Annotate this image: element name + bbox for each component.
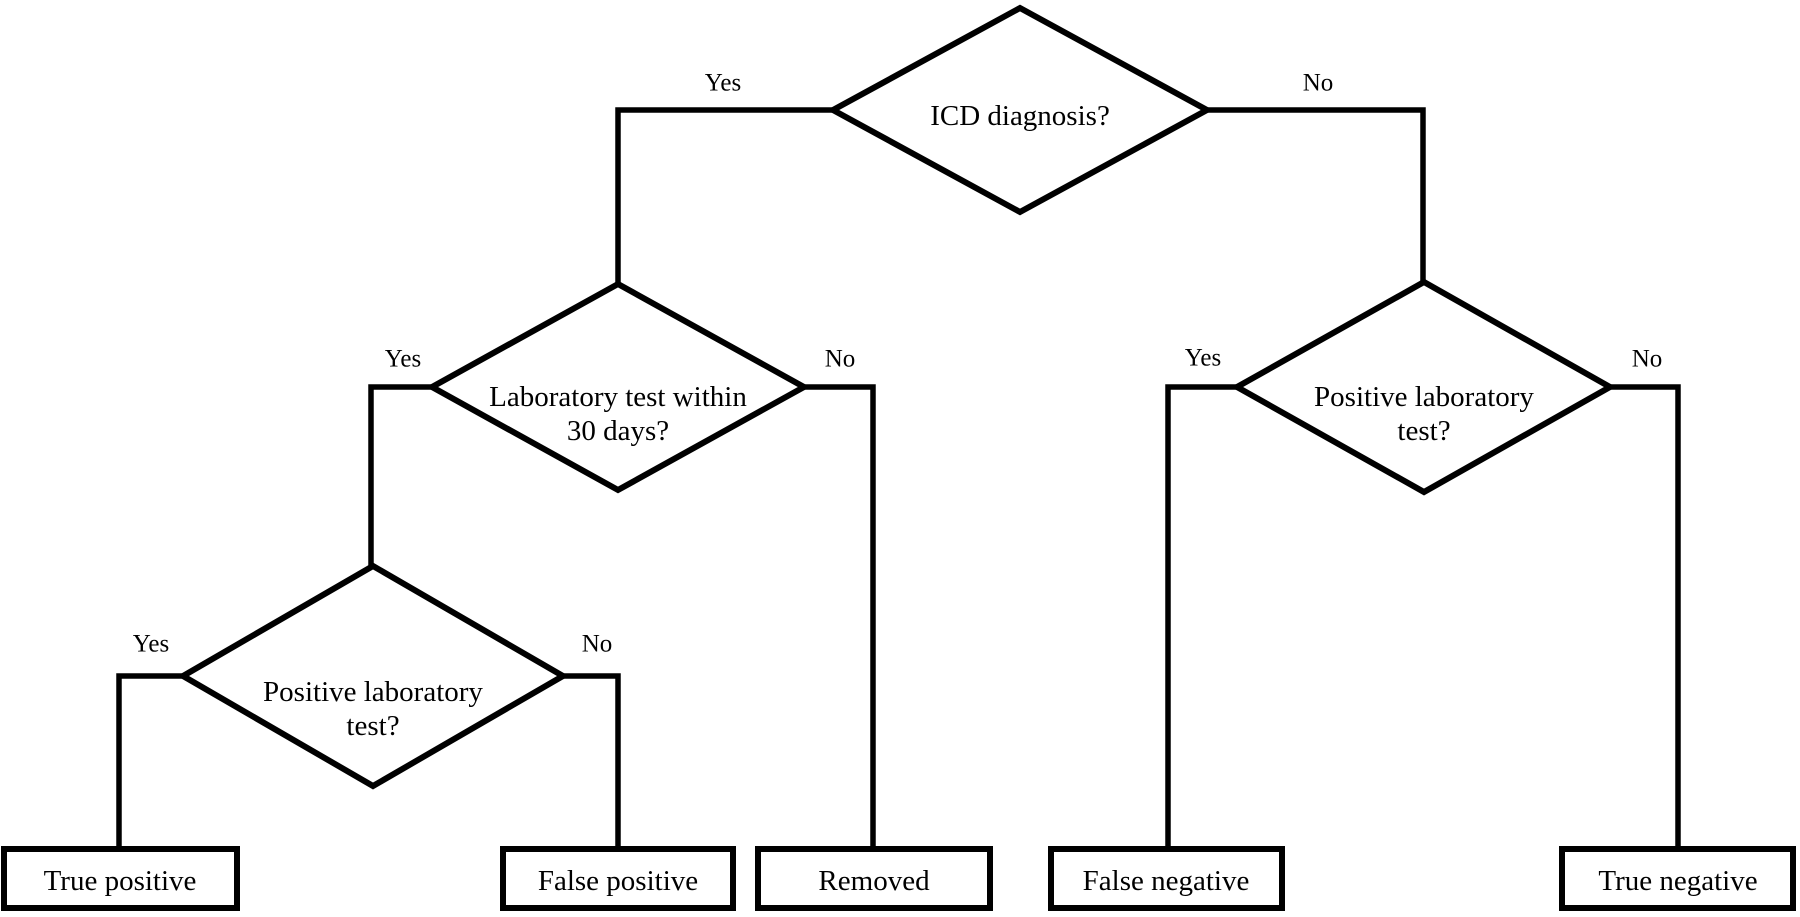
branch-label-lab30-yes: Yes bbox=[385, 346, 421, 373]
branch-label-lab30-no: No bbox=[825, 346, 856, 373]
decision-positive-lab-test-left-label-line1: Positive laboratory bbox=[263, 676, 483, 708]
outcome-removed-label: Removed bbox=[818, 865, 930, 897]
branch-label-poslab-left-no: No bbox=[582, 631, 613, 658]
edge-icd-yes bbox=[615, 107, 833, 287]
edge-poslab-right-no bbox=[1610, 384, 1681, 852]
branch-label-poslab-right-yes: Yes bbox=[1185, 345, 1221, 372]
decision-lab-test-30-days bbox=[425, 280, 811, 494]
decision-nodes bbox=[177, 4, 1617, 790]
outcome-removed-box bbox=[755, 846, 993, 911]
outcome-false-negative-box bbox=[1048, 846, 1285, 911]
outcome-true-positive-box bbox=[1, 846, 240, 911]
edge-poslab-left-no bbox=[563, 673, 621, 852]
decision-positive-lab-test-right-label-line1: Positive laboratory bbox=[1314, 381, 1534, 413]
branch-label-poslab-left-yes: Yes bbox=[133, 631, 169, 658]
edge-lab30-no bbox=[804, 384, 876, 852]
edge-poslab-right-yes bbox=[1165, 384, 1237, 852]
outcome-false-positive-label: False positive bbox=[538, 865, 698, 897]
decision-positive-lab-test-left bbox=[177, 562, 569, 790]
decision-icd-diagnosis bbox=[826, 4, 1214, 216]
edge-lab30-yes bbox=[368, 384, 432, 569]
decision-positive-lab-test-right bbox=[1230, 278, 1617, 496]
decision-lab-test-30-days-label-line1: Laboratory test within bbox=[489, 381, 747, 413]
decision-icd-diagnosis-label: ICD diagnosis? bbox=[930, 100, 1110, 132]
decision-lab-test-30-days-label-line2: 30 days? bbox=[567, 415, 669, 447]
outcome-true-positive-label: True positive bbox=[44, 865, 197, 897]
branch-label-icd-yes: Yes bbox=[705, 70, 741, 97]
branch-label-icd-no: No bbox=[1303, 70, 1334, 97]
edges bbox=[116, 107, 1681, 852]
edge-poslab-left-yes bbox=[116, 673, 183, 852]
outcome-true-negative-box bbox=[1559, 846, 1796, 911]
outcome-false-positive-box bbox=[500, 846, 736, 911]
outcome-nodes bbox=[1, 846, 1796, 911]
branch-label-poslab-right-no: No bbox=[1632, 346, 1663, 373]
decision-positive-lab-test-right-label-line2: test? bbox=[1397, 415, 1450, 447]
outcome-false-negative-label: False negative bbox=[1083, 865, 1250, 897]
outcome-true-negative-label: True negative bbox=[1598, 865, 1757, 897]
edge-icd-no bbox=[1207, 107, 1426, 285]
decision-positive-lab-test-left-label-line2: test? bbox=[346, 710, 399, 742]
